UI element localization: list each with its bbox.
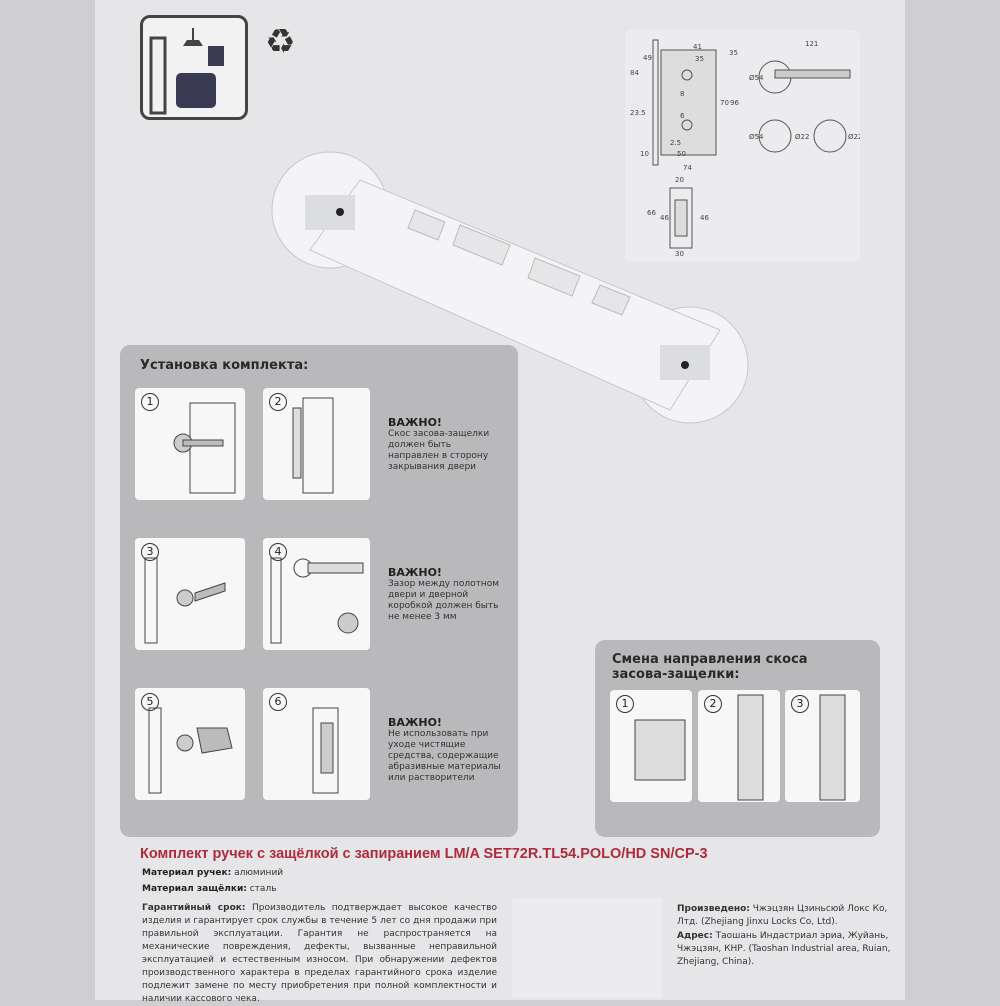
room-armchair-icon: [140, 15, 248, 120]
important-note-1: ВАЖНО!Скос засова-защелки должен быть на…: [388, 416, 490, 472]
install-step-1: 1: [135, 388, 245, 500]
install-step-3: 3: [135, 538, 245, 650]
mounting-template: [271, 151, 749, 424]
technical-drawing: 41 35 35 49 84 23.5 8 6 70 96 2.5 10 50 …: [625, 30, 862, 262]
latch-reverse-title: Смена направления скоса засова-защелки:: [612, 652, 808, 682]
install-step-2: 2: [263, 388, 370, 500]
svg-text:30: 30: [675, 250, 684, 258]
install-step-6: 6: [263, 688, 370, 800]
important-note-2: ВАЖНО!Зазор между полотном двери и дверн…: [388, 566, 500, 622]
svg-text:66: 66: [647, 209, 656, 217]
svg-text:70: 70: [720, 99, 729, 107]
reverse-step-2: 2: [698, 690, 780, 802]
svg-text:46: 46: [660, 214, 669, 222]
latch-material: Материал защёлки: сталь: [142, 884, 277, 894]
svg-text:2.5: 2.5: [670, 139, 681, 147]
svg-text:35: 35: [729, 49, 738, 57]
svg-text:8: 8: [680, 90, 684, 98]
svg-text:20: 20: [675, 176, 684, 184]
svg-text:10: 10: [640, 150, 649, 158]
install-step-5: 5: [135, 688, 245, 800]
svg-text:23.5: 23.5: [630, 109, 646, 117]
svg-text:Ø22: Ø22: [848, 133, 860, 141]
reverse-step-1: 1: [610, 690, 692, 802]
warranty-text: Гарантийный срок: Производитель подтверж…: [142, 903, 497, 1004]
handle-material: Материал ручек: алюминий: [142, 868, 284, 878]
svg-text:74: 74: [683, 164, 692, 172]
svg-text:84: 84: [630, 69, 639, 77]
svg-text:Ø54: Ø54: [749, 133, 764, 141]
recycle-icon: ♻: [265, 22, 296, 62]
installation-title: Установка комплекта:: [140, 358, 309, 373]
svg-text:46: 46: [700, 214, 709, 222]
barcode-area: [512, 898, 662, 998]
product-title: Комплект ручек с защёлкой с запиранием L…: [140, 846, 708, 862]
svg-text:35: 35: [695, 55, 704, 63]
svg-text:49: 49: [643, 54, 652, 62]
manufacturer-info: Произведено: Чжэцзян Цзиньсюй Локс Ко, Л…: [677, 904, 891, 968]
install-step-4: 4: [263, 538, 370, 650]
svg-text:41: 41: [693, 43, 702, 51]
svg-text:50: 50: [677, 150, 686, 158]
svg-text:121: 121: [805, 40, 818, 48]
svg-text:6: 6: [680, 112, 685, 120]
svg-text:Ø22: Ø22: [795, 133, 809, 141]
important-note-3: ВАЖНО!Не использовать при уходе чистящие…: [388, 716, 501, 783]
reverse-step-3: 3: [785, 690, 860, 802]
svg-text:Ø54: Ø54: [749, 74, 764, 82]
svg-text:96: 96: [730, 99, 739, 107]
